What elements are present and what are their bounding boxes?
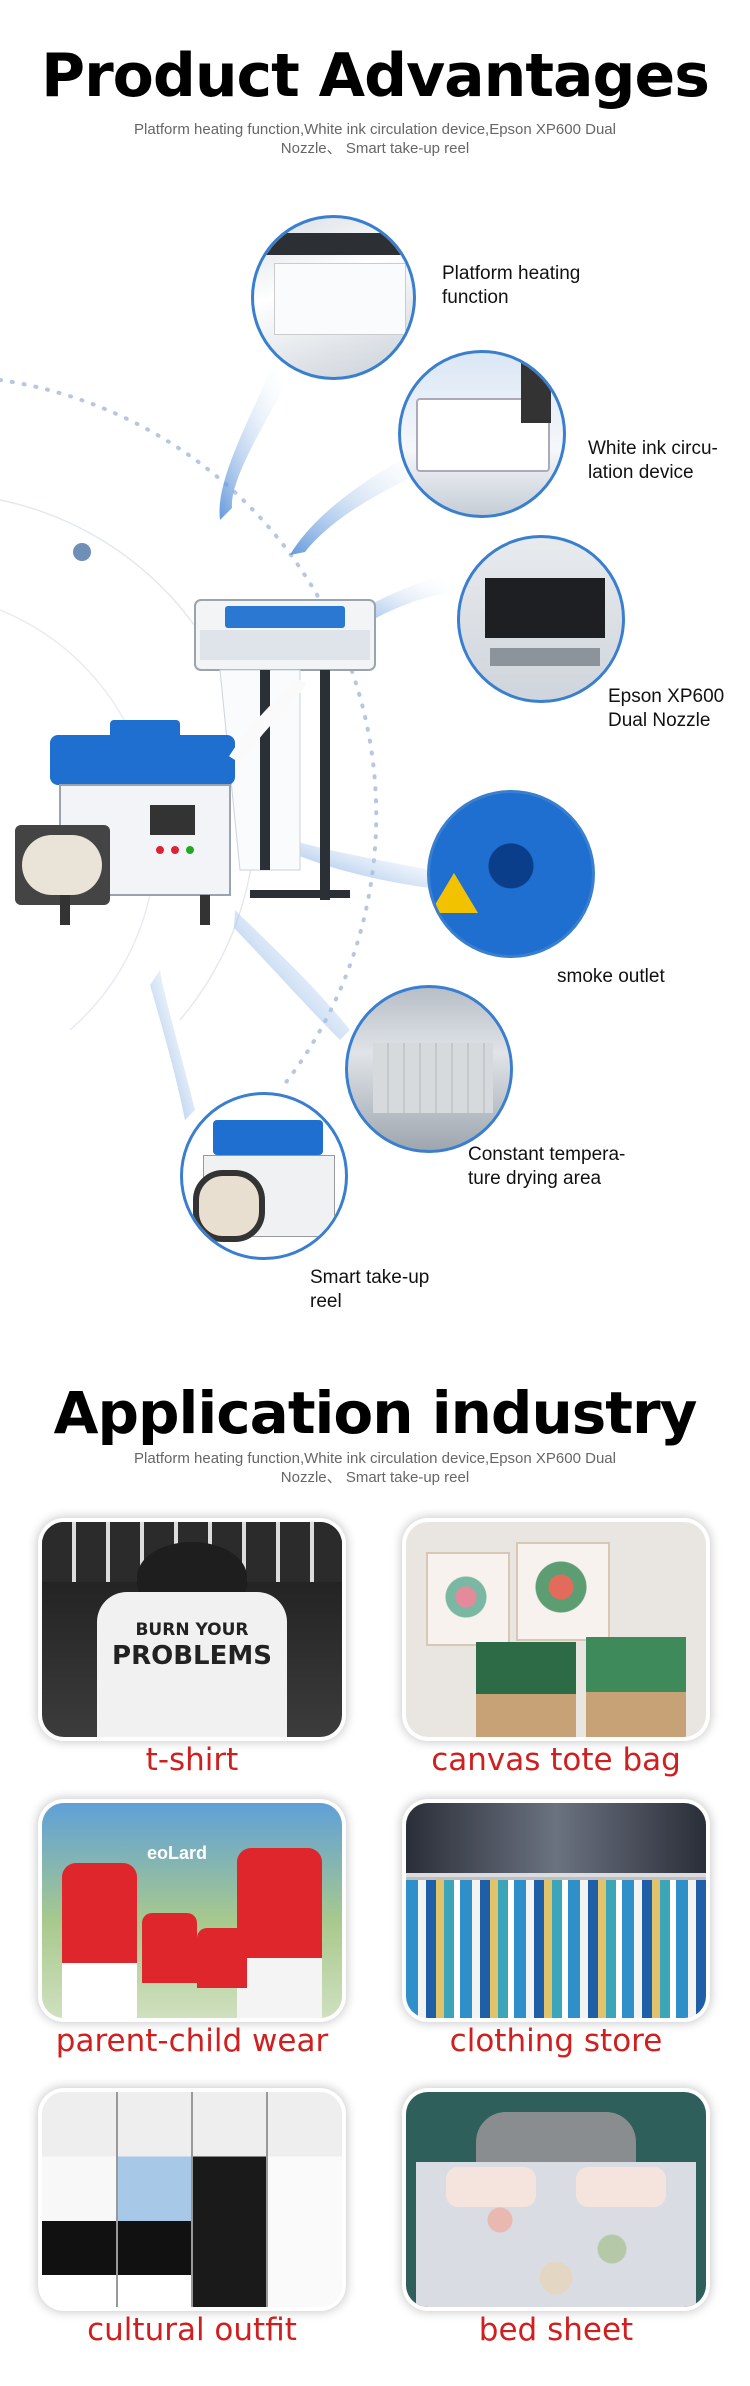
advantages-subtitle-line2: Nozzle、 Smart take-up reel xyxy=(280,140,470,157)
feature-label-epson-nozzle: Epson XP600 Dual Nozzle xyxy=(608,686,725,731)
application-label-bed-sheet: bed sheet xyxy=(478,2312,634,2348)
application-card-clothing-store xyxy=(406,1803,706,2018)
application-subtitle-line1: Platform heating function,White ink circ… xyxy=(134,1450,616,1467)
arrow-6 xyxy=(150,970,195,1120)
application-card-canvas-tote-bag xyxy=(406,1522,706,1737)
arrow-1 xyxy=(219,370,290,520)
feature-photo-drying-area xyxy=(345,985,513,1153)
feature-label-platform-heating: Platform heating function xyxy=(442,263,581,308)
feature-label-take-up-reel: Smart take-up reel xyxy=(310,1267,430,1312)
application-title: Application industry xyxy=(53,1379,698,1447)
application-subtitle: Platform heating function,White ink circ… xyxy=(105,1449,645,1487)
feature-photo-epson-nozzle xyxy=(457,535,625,703)
application-card-cultural-outfit xyxy=(42,2092,342,2307)
feature-label-drying-area: Constant tempera- ture drying area xyxy=(468,1144,626,1189)
feature-label-smoke-outlet: smoke outlet xyxy=(557,966,665,987)
application-card-parent-child-wear: eoLard xyxy=(42,1803,342,2018)
advantages-title: Product Advantages xyxy=(41,41,710,111)
advantages-subtitle: Platform heating function,White ink circ… xyxy=(105,120,645,158)
feature-label-white-ink: White ink circu- lation device xyxy=(588,438,718,483)
dtf-printer-machine xyxy=(15,599,376,925)
application-subtitle-line2: Nozzle、 Smart take-up reel xyxy=(280,1469,470,1486)
feature-photo-white-ink xyxy=(398,350,566,518)
arrow-2 xyxy=(290,450,430,555)
advantages-subtitle-line1: Platform heating function,White ink circ… xyxy=(134,121,616,138)
feature-photo-smoke-outlet xyxy=(427,790,595,958)
application-card-t-shirt: BURN YOUR PROBLEMS xyxy=(42,1522,342,1737)
arrow-4 xyxy=(275,835,430,888)
application-label-t-shirt: t-shirt xyxy=(145,1742,239,1778)
application-label-clothing-store: clothing store xyxy=(449,2023,663,2059)
application-card-bed-sheet xyxy=(406,2092,706,2307)
application-label-cultural-outfit: cultural outfit xyxy=(87,2312,297,2348)
application-label-parent-child-wear: parent-child wear xyxy=(55,2023,329,2059)
feature-photo-platform-heating xyxy=(251,215,416,380)
parent-child-sign-text: eoLard xyxy=(147,1843,208,1863)
application-label-canvas-tote-bag: canvas tote bag xyxy=(431,1742,681,1778)
feature-photo-take-up-reel xyxy=(180,1092,348,1260)
t-shirt-print-text: BURN YOUR PROBLEMS xyxy=(112,1620,272,1671)
arrow-5 xyxy=(234,910,350,1040)
